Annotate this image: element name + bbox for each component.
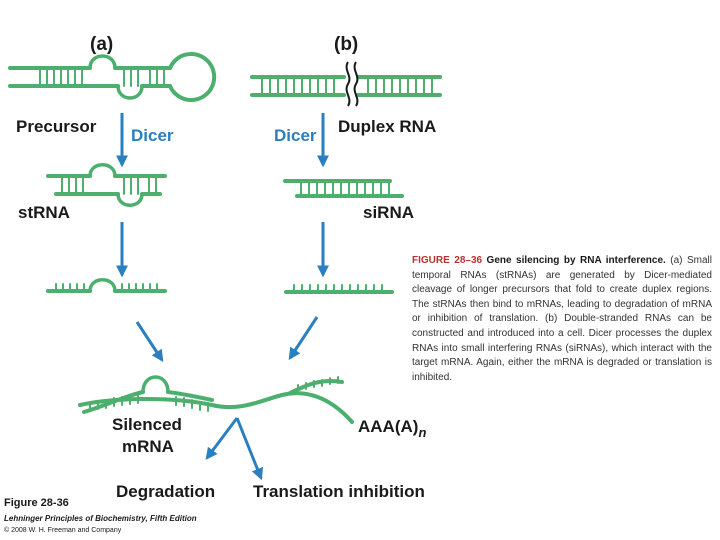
strna-molecule: [46, 163, 167, 207]
dicer-label-b: Dicer: [274, 126, 317, 145]
translation-inhibition-label: Translation inhibition: [253, 482, 425, 501]
sirna-label: siRNA: [363, 203, 414, 222]
panel-b-letter: (b): [334, 34, 358, 55]
strna-label: stRNA: [18, 203, 70, 222]
duplex-rna-label: Duplex RNA: [338, 117, 436, 136]
polya-subscript: n: [418, 425, 426, 440]
arrow-sirna-to-mrna: [288, 316, 319, 361]
degradation-label: Degradation: [116, 482, 215, 501]
strand-break-mark: [345, 61, 359, 107]
sirna-single-strand: [284, 284, 394, 294]
caption-body: (a) Small temporal RNAs (stRNAs) are gen…: [412, 255, 712, 383]
silenced-label-line1: Silenced: [112, 415, 182, 434]
precursor-label: Precursor: [16, 117, 97, 136]
strna-single-strand: [46, 278, 167, 293]
caption-title: Gene silencing by RNA interference.: [486, 255, 666, 266]
copyright-credit: © 2008 W. H. Freeman and Company: [4, 527, 122, 534]
polya-base: AAA(A): [358, 417, 418, 436]
caption-figure-number: FIGURE 28–36: [412, 255, 483, 266]
precursor-rna: [8, 52, 217, 102]
figure-credit: Figure 28-36: [4, 497, 69, 509]
arrow-strna-to-mrna: [135, 321, 164, 363]
arrow-to-translation-inhibition: [235, 417, 264, 481]
polya-tail-label: AAA(A)n: [358, 417, 426, 440]
duplex-rna: [250, 75, 442, 97]
sirna-molecule: [283, 179, 404, 198]
panel-a-letter: (a): [90, 34, 113, 55]
silenced-label-line2: mRNA: [122, 437, 174, 456]
arrow-to-degradation: [205, 417, 239, 460]
book-credit: Lehninger Principles of Biochemistry, Fi…: [4, 514, 197, 523]
target-mrna: [78, 375, 354, 424]
figure-caption: FIGURE 28–36 Gene silencing by RNA inter…: [412, 254, 712, 385]
dicer-label-a: Dicer: [131, 126, 174, 145]
